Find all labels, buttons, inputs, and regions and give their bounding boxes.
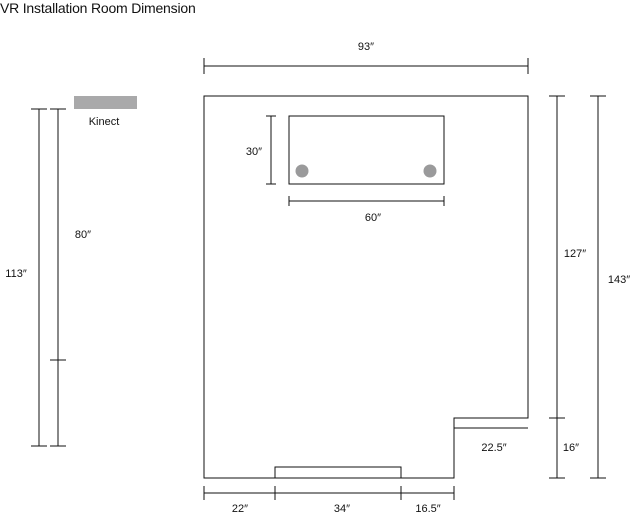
page-title: VR Installation Room Dimension xyxy=(0,0,196,16)
table-marker-left xyxy=(295,164,309,178)
label-table-width: 60″ xyxy=(365,212,381,224)
dimension-left-total: 113″ xyxy=(5,108,47,447)
label-right-upper: 127″ xyxy=(564,248,586,260)
label-left-inner: 80″ xyxy=(75,229,91,241)
dimension-right-upper: 127″ 16″ xyxy=(549,95,586,479)
kinect-label: Kinect xyxy=(89,116,120,128)
dimension-right-total: 143″ xyxy=(590,95,630,479)
label-bottom-right: 16.5″ xyxy=(415,503,440,515)
table xyxy=(288,115,445,185)
label-notch-height: 16″ xyxy=(563,442,579,454)
door-opening xyxy=(274,466,402,479)
dimension-left-inner: 80″ xyxy=(50,108,91,447)
label-notch-width: 22.5″ xyxy=(481,442,506,454)
dimension-table-height: 30″ xyxy=(246,115,276,185)
table-marker-right xyxy=(423,164,437,178)
label-left-total: 113″ xyxy=(5,268,27,280)
label-top-width: 93″ xyxy=(358,41,374,53)
dimension-top-width: 93″ xyxy=(203,41,529,74)
dimension-table-width: 60″ xyxy=(288,196,445,224)
room-outline xyxy=(203,95,529,479)
label-table-height: 30″ xyxy=(246,146,262,158)
label-bottom-door: 34″ xyxy=(334,503,350,515)
kinect-sensor xyxy=(74,96,137,109)
label-bottom-left: 22″ xyxy=(232,503,248,515)
label-right-total: 143″ xyxy=(608,274,630,286)
dimension-bottom: 22″ 34″ 16.5″ xyxy=(203,486,455,515)
